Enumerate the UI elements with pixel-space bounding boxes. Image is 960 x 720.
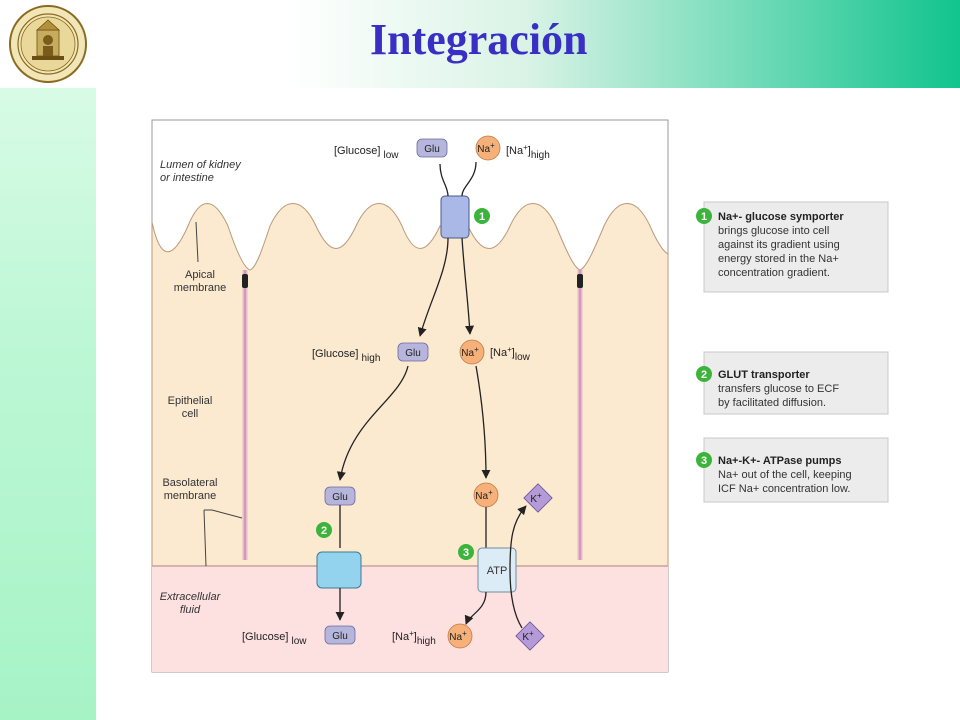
svg-text:Na+ out of the cell, keeping: Na+ out of the cell, keeping	[718, 469, 852, 481]
na-high-lumen-label: [Na+]high	[506, 143, 550, 161]
step-badge-2	[316, 522, 332, 538]
svg-text:transfers glucose to ECF: transfers glucose to ECF	[718, 383, 839, 395]
glucose-high-cell-label: [Glucose]high	[312, 348, 380, 364]
svg-text:ICF Na+ concentration low.: ICF Na+ concentration low.	[718, 483, 850, 495]
tight-junction-right	[577, 274, 583, 288]
basolateral-label-line: membrane	[164, 490, 217, 502]
apical-label-line: membrane	[174, 282, 227, 294]
legend-badge-3	[696, 452, 712, 468]
header-band	[0, 0, 960, 88]
legend-item-2: 2 GLUT transporter transfers glucose to …	[696, 351, 889, 415]
sodium-exit-arrow	[464, 591, 487, 625]
na-ion-ecf	[447, 623, 473, 649]
extracellular-region	[152, 566, 668, 672]
apical-label-line: Apical	[185, 269, 215, 281]
glu-molecule-lumen	[416, 138, 448, 158]
svg-text:Glu: Glu	[332, 492, 348, 503]
svg-text:Na+: Na+	[449, 629, 467, 643]
glucose-low-ecf-label: [Glucose]low	[242, 631, 307, 647]
na-ion-cell-top	[459, 339, 485, 365]
legend-item-3: 3 Na+-K+- ATPase pumps Na+ out of the ce…	[696, 437, 889, 503]
epithelial-label-line: Epithelial	[168, 395, 213, 407]
legend-badge-1	[696, 208, 712, 224]
svg-text:Na+: Na+	[461, 345, 479, 359]
svg-text:Glu: Glu	[332, 631, 348, 642]
potassium-entry-arrow	[509, 505, 527, 629]
sodium-cytosol-arrow	[475, 365, 491, 479]
na-high-ecf-label: [Na+]high	[392, 629, 436, 647]
step-badge-3	[458, 544, 474, 560]
glucose-entry-arrow	[417, 237, 449, 337]
glut-transporter	[316, 551, 362, 589]
svg-text:K+: K+	[522, 629, 534, 643]
svg-text:Na+: Na+	[477, 141, 495, 155]
svg-text:Na+: Na+	[475, 488, 493, 502]
left-sidebar-band	[0, 88, 96, 720]
svg-text:ATP: ATP	[487, 565, 508, 577]
extracellular-label-line: Extracellular	[160, 591, 222, 603]
svg-text:energy stored in the Na+: energy stored in the Na+	[718, 253, 839, 265]
university-seal-logo	[9, 5, 87, 83]
svg-text:Glu: Glu	[424, 144, 440, 155]
glu-molecule-cell-top	[397, 342, 429, 362]
svg-text:2: 2	[701, 369, 707, 381]
basolateral-label-line: Basolateral	[162, 477, 217, 489]
na-glucose-symporter	[440, 195, 470, 239]
svg-text:K+: K+	[530, 491, 542, 505]
glucose-cytosol-arrow	[336, 365, 409, 481]
page-title: Integración	[370, 15, 588, 64]
svg-text:Na+- glucose symporter: Na+- glucose symporter	[718, 211, 844, 223]
svg-text:Glu: Glu	[405, 348, 421, 359]
epithelial-label-line: cell	[182, 408, 199, 420]
extracellular-label-line: fluid	[180, 604, 201, 616]
svg-text:concentration gradient.: concentration gradient.	[718, 267, 830, 279]
lumen-label-line: Lumen of kidney	[160, 159, 242, 171]
svg-text:Na+-K+- ATPase pumps: Na+-K+- ATPase pumps	[718, 455, 841, 467]
svg-text:1: 1	[479, 211, 485, 223]
sodium-entry-arrow	[461, 237, 475, 335]
k-ion-cell	[523, 483, 553, 513]
step-badge-1	[474, 208, 490, 224]
svg-text:3: 3	[463, 547, 469, 559]
svg-text:1: 1	[701, 211, 707, 223]
glu-molecule-ecf	[324, 625, 356, 645]
legend-badge-2	[696, 366, 712, 382]
na-ion-lumen	[475, 135, 501, 161]
svg-text:2: 2	[321, 525, 327, 537]
na-low-cell-label: [Na+]low	[490, 345, 531, 363]
svg-text:3: 3	[701, 455, 707, 467]
lumen-label-line: or intestine	[160, 172, 214, 184]
svg-text:against its gradient using: against its gradient using	[718, 239, 840, 251]
svg-text:brings glucose into cell: brings glucose into cell	[718, 225, 829, 237]
svg-text:GLUT transporter: GLUT transporter	[718, 369, 810, 381]
glucose-low-lumen-label: [Glucose]low	[334, 145, 399, 161]
svg-text:by facilitated diffusion.: by facilitated diffusion.	[718, 397, 826, 409]
legend-item-1: 1 Na+- glucose symporter brings glucose …	[696, 201, 889, 293]
epithelial-cell-layer	[151, 203, 669, 567]
tight-junction-left	[242, 274, 248, 288]
na-k-atpase	[477, 547, 517, 593]
k-ion-ecf	[515, 621, 545, 651]
